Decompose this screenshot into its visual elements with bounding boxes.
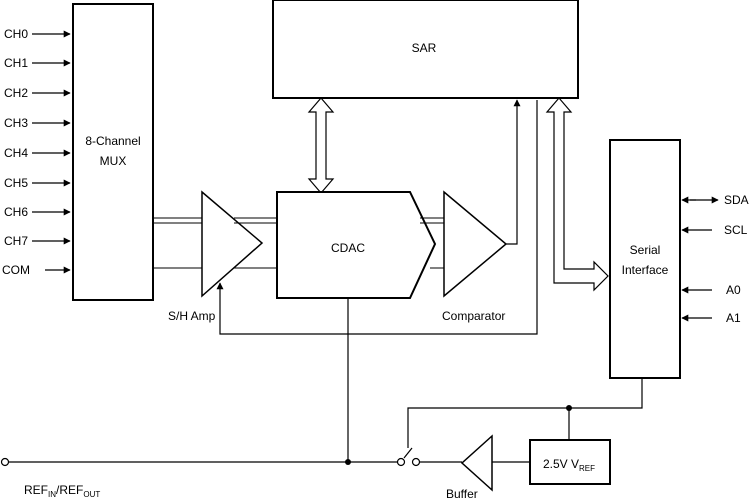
comparator-triangle bbox=[443, 190, 508, 298]
comparator-label: Comparator bbox=[442, 309, 505, 323]
pin-label-sda: SDA bbox=[724, 193, 749, 207]
switch-arm bbox=[403, 447, 413, 459]
input-label-ch2: CH2 bbox=[4, 86, 28, 100]
mux-label-line1: 8-Channel bbox=[85, 134, 140, 148]
cdac-label: CDAC bbox=[331, 241, 365, 255]
switch-control-wire bbox=[407, 378, 643, 448]
input-label-ch3: CH3 bbox=[4, 116, 28, 130]
sh-to-cdac-lines bbox=[234, 217, 276, 269]
input-label-ch4: CH4 bbox=[4, 146, 28, 160]
sar-serial-bus-arrow bbox=[545, 97, 609, 292]
input-label-ch5: CH5 bbox=[4, 176, 28, 190]
mux-to-sh-lines bbox=[153, 217, 203, 269]
pin-label-scl: SCL bbox=[724, 223, 748, 237]
cdac-to-comp-lines bbox=[420, 217, 445, 269]
pin-label-a0: A0 bbox=[726, 283, 741, 297]
serial-pin-lines bbox=[681, 196, 719, 322]
input-label-ch1: CH1 bbox=[4, 56, 28, 70]
ref-label-a: REF bbox=[24, 483, 48, 497]
serial-label-line1: Serial bbox=[630, 243, 661, 257]
vref-label-sub: REF bbox=[579, 464, 595, 473]
buffer-label: Buffer bbox=[446, 487, 478, 500]
ref-junction-dot bbox=[345, 459, 351, 465]
sh-amp-triangle bbox=[201, 190, 264, 298]
input-label-ch6: CH6 bbox=[4, 205, 28, 219]
cdac-block bbox=[276, 191, 437, 299]
sar-label: SAR bbox=[412, 41, 437, 55]
ref-pin-label: REFIN/REFOUT bbox=[24, 483, 100, 499]
ref-label-b: /REF bbox=[56, 483, 83, 497]
sar-block bbox=[272, 0, 579, 99]
feedback-wire bbox=[216, 100, 538, 335]
serial-label-line2: Interface bbox=[622, 263, 669, 277]
ref-label-b-sub: OUT bbox=[83, 490, 100, 499]
vref-block bbox=[529, 439, 611, 485]
input-label-com: COM bbox=[2, 263, 30, 277]
mux-block bbox=[72, 3, 154, 301]
sar-cdac-bus-arrow bbox=[307, 97, 335, 194]
pin-label-a1: A1 bbox=[726, 311, 741, 325]
ref-pin-terminal bbox=[0, 457, 10, 467]
mux-label-line2: MUX bbox=[100, 154, 127, 168]
input-label-ch7: CH7 bbox=[4, 234, 28, 248]
comparator-to-sar-wire bbox=[506, 99, 521, 245]
ref-label-a-sub: IN bbox=[48, 490, 56, 499]
switch-contact-right bbox=[411, 457, 421, 467]
switch-contact-left bbox=[396, 457, 406, 467]
vref-label: 2.5V VREF bbox=[543, 457, 595, 473]
input-label-ch0: CH0 bbox=[4, 27, 28, 41]
serial-interface-block bbox=[609, 139, 681, 379]
sh-amp-label: S/H Amp bbox=[168, 309, 216, 323]
buffer-triangle bbox=[460, 434, 493, 492]
input-pin-lines bbox=[32, 30, 71, 274]
vref-label-main: 2.5V V bbox=[543, 457, 579, 471]
